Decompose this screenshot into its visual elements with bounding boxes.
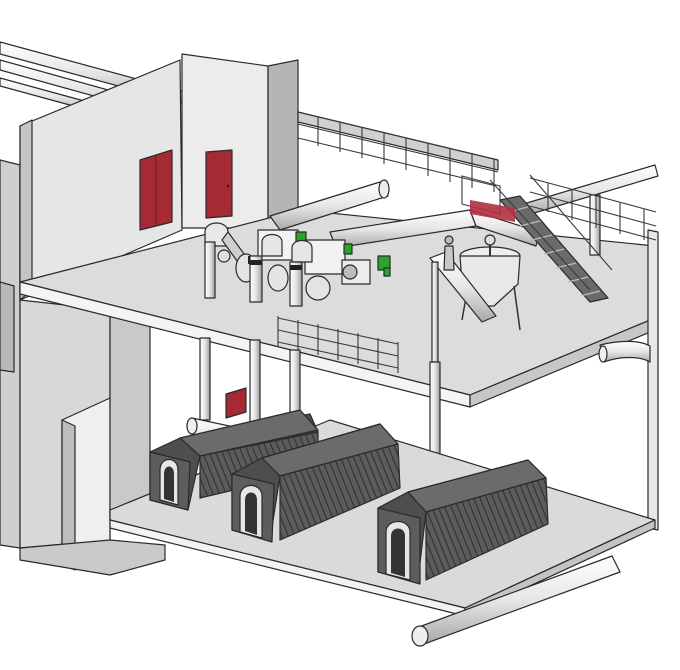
left-building-walls	[0, 53, 299, 576]
right-staircase	[461, 174, 657, 303]
door-lower	[225, 387, 247, 419]
fuel-hopper	[429, 234, 521, 363]
person-figure	[444, 235, 454, 245]
upper-floor-railing	[277, 316, 399, 373]
bottom-exhaust-pipe	[411, 555, 621, 647]
boilers	[149, 409, 549, 585]
feed-unit-3	[289, 239, 391, 307]
doors	[139, 149, 247, 419]
boiler-2	[231, 423, 401, 543]
burner-feed-units	[204, 222, 399, 373]
door-center	[205, 149, 233, 219]
boiler-3	[377, 459, 549, 585]
upper-walkway-railing	[297, 111, 499, 192]
